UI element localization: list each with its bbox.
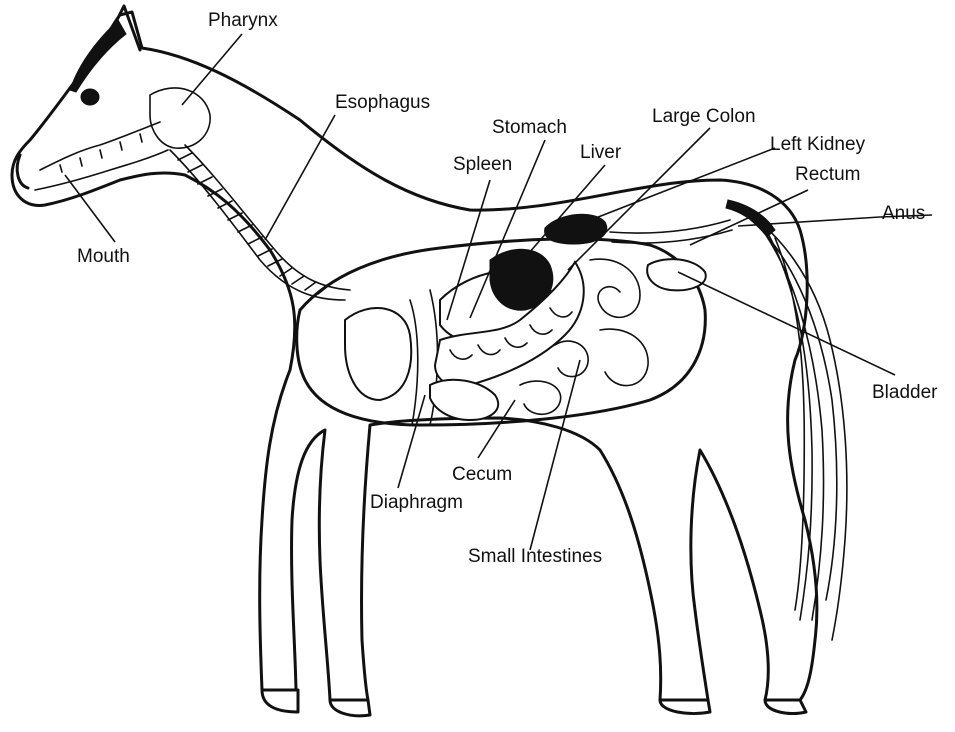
pharynx-shape: [150, 88, 210, 148]
leader-pharynx: [182, 34, 242, 105]
esophagus-tube: [170, 145, 350, 300]
eye: [81, 89, 99, 105]
teeth-upper: [40, 122, 160, 172]
tail-root: [726, 200, 775, 236]
nostril: [17, 155, 28, 188]
leader-rectum: [690, 190, 808, 245]
hoof-front-right: [330, 700, 370, 716]
label-mouth: Mouth: [77, 246, 130, 267]
hoof-hind-left: [660, 700, 710, 714]
mane: [70, 20, 126, 92]
label-cecum: Cecum: [452, 464, 512, 485]
leader-small-intestines: [530, 360, 580, 550]
leader-esophagus: [265, 115, 335, 240]
label-liver: Liver: [580, 142, 622, 163]
leader-diaphragm: [398, 395, 425, 488]
leader-bladder: [678, 272, 895, 375]
label-rectum: Rectum: [795, 164, 860, 185]
label-small-intestines: Small Intestines: [468, 546, 602, 567]
label-spleen: Spleen: [453, 154, 512, 175]
label-esophagus: Esophagus: [335, 92, 430, 113]
label-stomach: Stomach: [492, 117, 567, 138]
label-bladder: Bladder: [872, 382, 938, 403]
hoof-front-left: [262, 690, 298, 712]
label-diaphragm: Diaphragm: [370, 492, 463, 513]
bladder-shape: [647, 259, 706, 290]
lung-heart: [345, 308, 411, 400]
cecum-shape: [430, 380, 498, 420]
hoof-hind-right: [765, 700, 806, 714]
rectum-tube: [610, 220, 732, 243]
label-pharynx: Pharynx: [208, 10, 278, 31]
label-left-kidney: Left Kidney: [770, 134, 866, 155]
label-anus: Anus: [882, 203, 925, 224]
esophagus-wall-a: [170, 150, 345, 300]
abdominal-cavity: [297, 214, 732, 425]
label-large-colon: Large Colon: [652, 106, 756, 127]
